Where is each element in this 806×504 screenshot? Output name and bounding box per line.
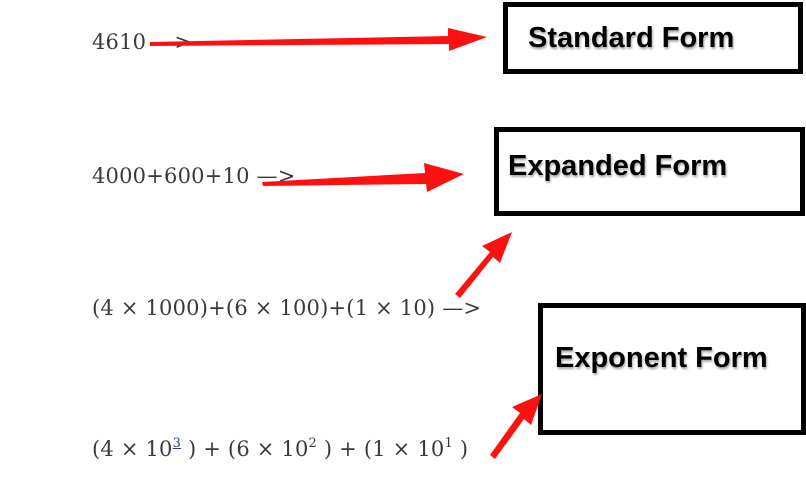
standard-arrow [150,28,487,51]
expanded-products-expression: (4 × 1000)+(6 × 100)+(1 × 10) —> [92,296,482,320]
expanded-form-expression: 4000+600+10 —> [92,164,296,188]
exponent-term-1: (4 × 10 [92,437,173,461]
exponent-close: ) [452,437,469,461]
exponent-power-2: 2 [308,436,318,451]
exponent-arrow [490,394,542,459]
expanded-arrow [262,163,464,192]
products-to-expanded-arrow [455,232,512,298]
exponent-power-3: 3 [172,436,182,451]
standard-form-label: Standard Form [528,22,735,54]
exponent-form-expression: (4 × 103 ) + (6 × 102 ) + (1 × 101 ) [92,436,468,461]
standard-form-box [503,2,803,74]
exponent-term-2: ) + (6 × 10 [181,437,309,461]
exponent-power-1: 1 [444,436,453,451]
exponent-term-3: ) + (1 × 10 [317,437,445,461]
expanded-form-label: Expanded Form [508,150,728,182]
expanded-form-box [494,127,805,216]
exponent-form-box [538,303,806,435]
exponent-form-label: Exponent Form [555,342,768,374]
